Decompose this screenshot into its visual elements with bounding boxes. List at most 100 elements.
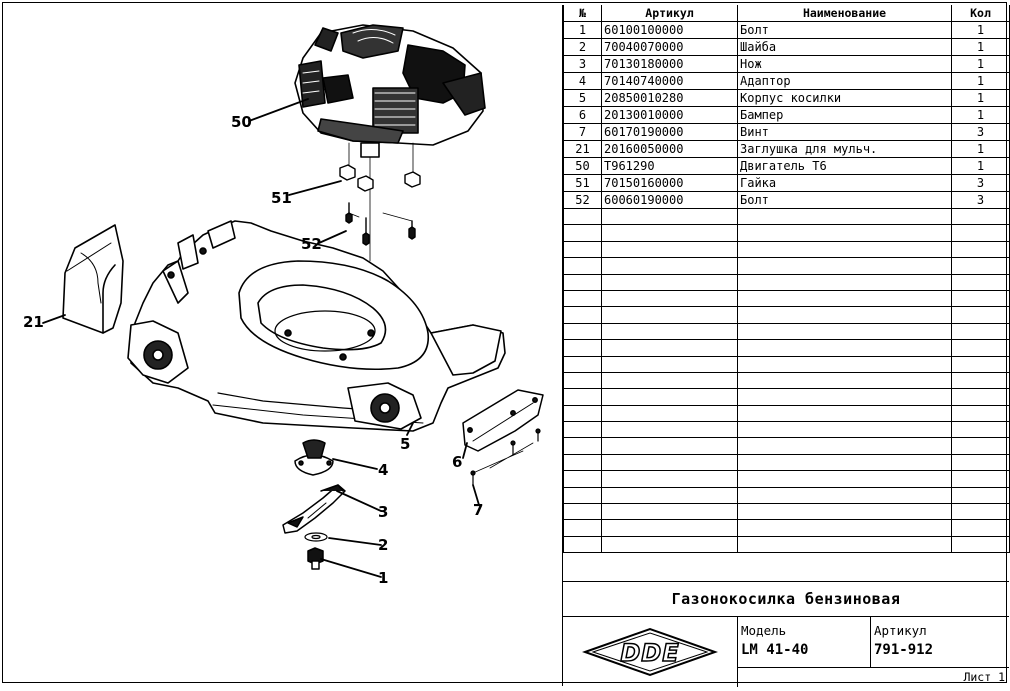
empty-cell xyxy=(951,371,1010,390)
empty-cell xyxy=(563,421,602,439)
empty-cell xyxy=(601,322,738,341)
cell-num: 51 xyxy=(563,174,602,192)
empty-cell xyxy=(737,207,952,226)
cell-article: 60170190000 xyxy=(601,123,738,141)
empty-cell xyxy=(951,470,1010,488)
empty-cell xyxy=(601,240,738,259)
callout-5: 5 xyxy=(400,435,411,453)
empty-row xyxy=(563,453,1010,472)
empty-cell xyxy=(601,486,738,505)
empty-cell xyxy=(737,355,952,373)
empty-cell xyxy=(951,421,1010,439)
empty-cell xyxy=(601,404,738,423)
empty-cell xyxy=(951,503,1010,521)
cell-qty: 1 xyxy=(951,157,1010,175)
empty-cell xyxy=(737,486,952,505)
header-qty: Кол xyxy=(951,5,1010,22)
empty-cell xyxy=(951,257,1010,275)
empty-cell xyxy=(563,289,602,308)
empty-cell xyxy=(601,519,738,537)
cell-num: 6 xyxy=(563,106,602,124)
empty-cell xyxy=(601,257,738,275)
model-cell: Модель LM 41-40 xyxy=(738,617,871,668)
empty-row xyxy=(563,371,1010,390)
article-cell: Артикул 791-912 xyxy=(871,617,1009,668)
cell-qty: 3 xyxy=(951,174,1010,192)
empty-row xyxy=(563,355,1010,373)
cell-num: 3 xyxy=(563,55,602,73)
header-num: № xyxy=(563,5,602,22)
empty-cell xyxy=(601,224,738,242)
empty-row xyxy=(563,486,1010,505)
cell-article: 70140740000 xyxy=(601,72,738,90)
empty-cell xyxy=(737,453,952,472)
empty-cell xyxy=(601,355,738,373)
empty-cell xyxy=(737,388,952,406)
model-value: LM 41-40 xyxy=(741,642,809,658)
cell-article: T961290 xyxy=(601,157,738,175)
empty-row xyxy=(563,535,1010,554)
empty-cell xyxy=(601,437,738,455)
empty-cell xyxy=(563,388,602,406)
empty-row xyxy=(563,289,1010,308)
cell-num: 5 xyxy=(563,89,602,107)
cell-name: Гайка xyxy=(737,174,952,192)
empty-cell xyxy=(951,437,1010,455)
empty-cell xyxy=(563,470,602,488)
empty-cell xyxy=(563,404,602,423)
empty-cell xyxy=(737,535,952,554)
empty-cell xyxy=(563,322,602,341)
empty-row xyxy=(563,224,1010,242)
empty-cell xyxy=(951,224,1010,242)
bolt-parts xyxy=(345,202,416,246)
empty-cell xyxy=(737,257,952,275)
empty-cell xyxy=(737,421,952,439)
empty-cell xyxy=(737,519,952,537)
callout-4: 4 xyxy=(378,461,389,479)
empty-row xyxy=(563,421,1010,439)
empty-cell xyxy=(563,339,602,357)
cell-qty: 1 xyxy=(951,140,1010,158)
empty-cell xyxy=(951,404,1010,423)
cell-name: Болт xyxy=(737,21,952,39)
callout-7: 7 xyxy=(473,501,484,519)
callout-51: 51 xyxy=(271,189,292,207)
empty-cell xyxy=(601,453,738,472)
cell-article: 20850010280 xyxy=(601,89,738,107)
engine-part xyxy=(294,24,486,262)
cell-article: 60100100000 xyxy=(601,21,738,39)
dde-logo-icon: DDE xyxy=(582,627,718,677)
empty-cell xyxy=(737,470,952,488)
cell-num: 50 xyxy=(563,157,602,175)
article-label: Артикул xyxy=(874,623,927,638)
empty-cell xyxy=(601,535,738,554)
empty-cell xyxy=(737,240,952,259)
empty-cell xyxy=(951,289,1010,308)
callout-3: 3 xyxy=(378,503,389,521)
empty-cell xyxy=(563,535,602,554)
empty-row xyxy=(563,207,1010,226)
brand-logo: DDE xyxy=(563,617,738,687)
empty-cell xyxy=(563,519,602,537)
empty-row xyxy=(563,257,1010,275)
empty-cell xyxy=(563,437,602,455)
empty-cell xyxy=(601,273,738,291)
exploded-view-drawing: 50 51 52 21 5 4 6 3 7 2 1 xyxy=(3,3,561,684)
cell-qty: 3 xyxy=(951,123,1010,141)
cell-name: Двигатель Т6 xyxy=(737,157,952,175)
empty-cell xyxy=(737,273,952,291)
adapter-part xyxy=(294,439,334,476)
empty-cell xyxy=(601,503,738,521)
mower-deck-part xyxy=(127,220,506,432)
empty-cell xyxy=(951,355,1010,373)
callout-50: 50 xyxy=(231,113,252,131)
cell-article: 60060190000 xyxy=(601,191,738,209)
cell-article: 70130180000 xyxy=(601,55,738,73)
cell-qty: 1 xyxy=(951,38,1010,56)
